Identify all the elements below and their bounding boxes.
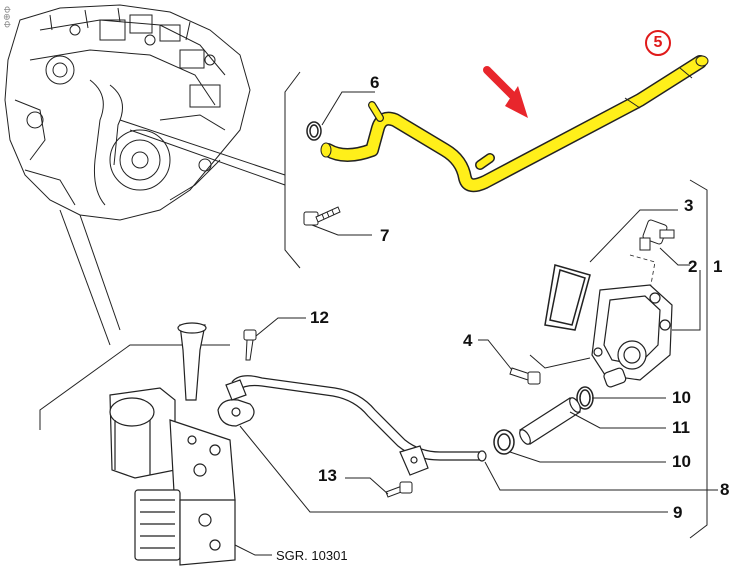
leader-2	[659, 247, 690, 266]
leader-6	[321, 91, 375, 126]
leader-12	[255, 317, 306, 337]
part-label-6[interactable]: 6	[370, 73, 380, 92]
leader-7	[311, 224, 372, 236]
part-label-11[interactable]: 11	[672, 418, 690, 437]
part-label-12[interactable]: 12	[310, 308, 329, 327]
engine-leader-lines	[59, 119, 286, 346]
leader-11	[569, 411, 666, 429]
engine-illustration	[4, 4, 251, 221]
sensor-part-2[interactable]	[639, 219, 675, 251]
leader-1	[672, 270, 701, 331]
part-label-2[interactable]: 2	[688, 257, 698, 276]
leader-8	[484, 461, 718, 491]
part-label-4[interactable]: 4	[463, 331, 473, 350]
hose-part-11[interactable]	[518, 396, 583, 446]
o-ring-part-6[interactable]	[306, 121, 322, 141]
coolant-pipe-part-8[interactable]	[231, 375, 487, 476]
bolt-part-7[interactable]	[303, 206, 341, 226]
part-label-8[interactable]: 8	[720, 480, 730, 499]
part-label-10-upper[interactable]: 10	[672, 388, 691, 407]
leader-13	[345, 477, 389, 495]
flange-part-9[interactable]	[217, 379, 255, 427]
leader-4	[478, 339, 513, 371]
part-label-13[interactable]: 13	[318, 466, 337, 485]
highlight-arrow	[483, 66, 528, 118]
coolant-pipe-part-5[interactable]	[320, 55, 709, 193]
gasket-part-3[interactable]	[544, 264, 591, 331]
hose-clamp-part-10-lower[interactable]	[493, 429, 515, 455]
bolt-part-12[interactable]	[243, 329, 257, 361]
part-label-5-highlighted[interactable]: 5	[645, 30, 671, 56]
part-label-9[interactable]: 9	[673, 503, 683, 522]
part-label-1[interactable]: 1	[713, 257, 723, 276]
bolt-part-4[interactable]	[509, 367, 541, 385]
part-label-10-lower[interactable]: 10	[672, 452, 691, 471]
bolt-part-13[interactable]	[385, 481, 413, 498]
frame-lines	[39, 71, 708, 539]
leader-3	[589, 209, 678, 263]
oil-filter-housing-illustration	[109, 322, 236, 566]
leader-10-lower	[509, 451, 666, 463]
leader-9	[239, 425, 668, 513]
corner-marks: Φ⊕Φ	[2, 6, 12, 28]
part-label-3[interactable]: 3	[684, 196, 694, 215]
reference-number: SGR. 10301	[276, 548, 348, 563]
part-label-7[interactable]: 7	[380, 226, 390, 245]
leader-sgr	[234, 544, 272, 556]
thermostat-housing-part-1[interactable]	[591, 284, 673, 388]
